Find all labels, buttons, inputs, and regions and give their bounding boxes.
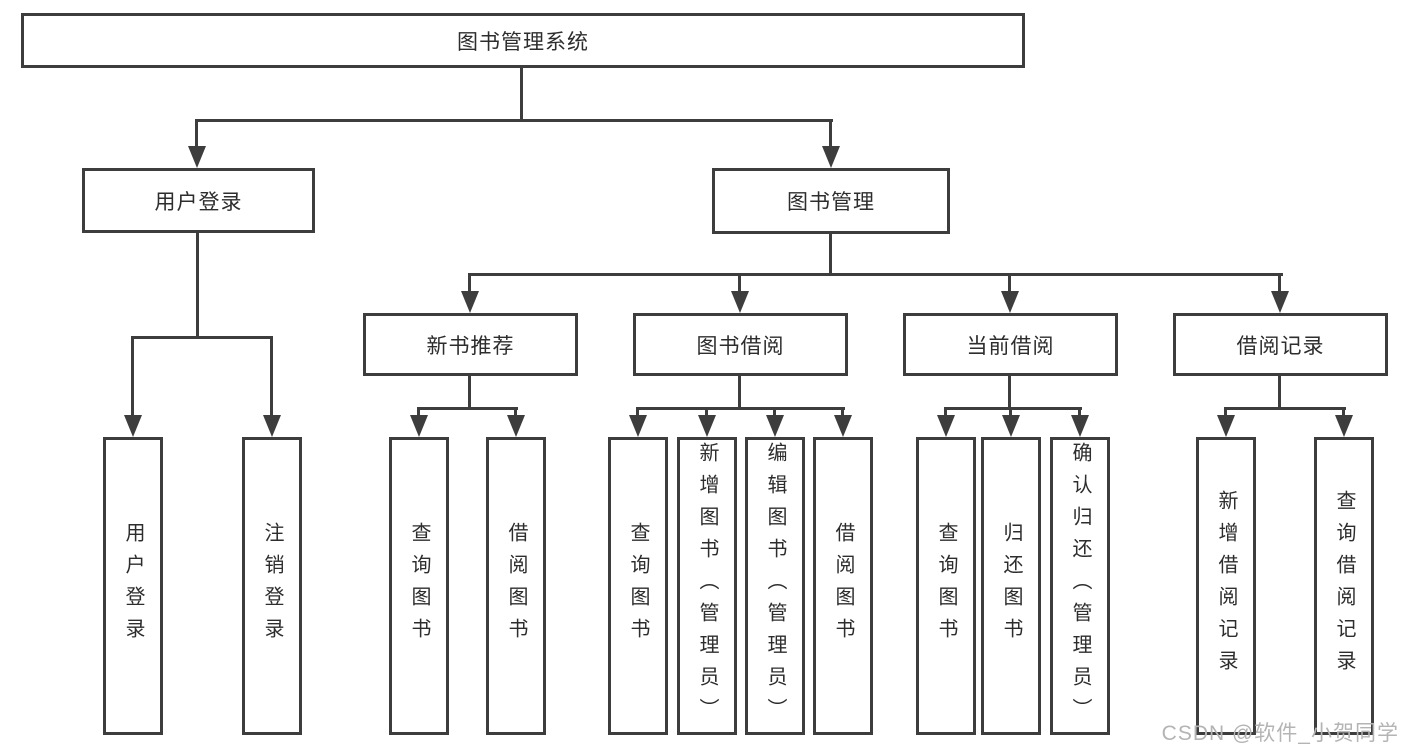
node-book-management: 图书管理 <box>712 168 950 234</box>
connector <box>1008 273 1011 297</box>
connector <box>417 407 518 410</box>
connector <box>636 407 845 410</box>
leaf-return-books: 归还图书 <box>981 437 1041 735</box>
node-current-borrow: 当前借阅 <box>903 313 1118 376</box>
leaf-query-books-recommend-label: 查询图书 <box>408 522 430 650</box>
connector <box>417 407 420 421</box>
leaf-return-books-label: 归还图书 <box>1000 522 1022 650</box>
connector <box>196 119 833 122</box>
leaf-add-book-admin-label: 新增图书（管理员） <box>696 442 718 730</box>
node-new-book-recommend-label: 新书推荐 <box>426 334 515 358</box>
arrow-down-icon <box>1271 291 1289 313</box>
connector <box>270 336 273 418</box>
arrow-down-icon <box>629 415 647 437</box>
arrow-down-icon <box>834 415 852 437</box>
arrow-down-icon <box>731 291 749 313</box>
node-book-management-system: 图书管理系统 <box>21 13 1025 68</box>
arrow-down-icon <box>410 415 428 437</box>
leaf-query-borrow-record: 查询借阅记录 <box>1314 437 1374 735</box>
connector <box>636 407 639 421</box>
leaf-borrow-books-label: 借阅图书 <box>832 522 854 650</box>
leaf-user-login: 用户登录 <box>103 437 163 735</box>
connector <box>1342 407 1345 421</box>
connector <box>773 407 776 421</box>
arrow-down-icon <box>263 415 281 437</box>
connector <box>520 66 523 122</box>
node-new-book-recommend: 新书推荐 <box>363 313 578 376</box>
connector <box>1009 407 1012 421</box>
arrow-down-icon <box>1335 415 1353 437</box>
connector <box>944 407 1082 410</box>
node-borrow-records-label: 借阅记录 <box>1236 334 1325 358</box>
leaf-logout: 注销登录 <box>242 437 302 735</box>
node-book-management-label: 图书管理 <box>787 191 875 214</box>
node-book-management-system-label: 图书管理系统 <box>457 30 589 54</box>
connector <box>829 232 832 276</box>
leaf-borrow-books-recommend: 借阅图书 <box>486 437 546 735</box>
leaf-confirm-return-admin: 确认归还（管理员） <box>1050 437 1110 735</box>
leaf-borrow-books-recommend-label: 借阅图书 <box>505 522 527 650</box>
node-user-login: 用户登录 <box>82 168 315 233</box>
connector <box>1224 407 1227 421</box>
leaf-logout-label: 注销登录 <box>261 522 283 650</box>
node-book-borrow-label: 图书借阅 <box>696 334 785 358</box>
connector <box>738 273 741 297</box>
leaf-query-books-borrow: 查询图书 <box>608 437 668 735</box>
connector <box>705 407 708 421</box>
connector <box>196 231 199 339</box>
leaf-edit-book-admin: 编辑图书（管理员） <box>745 437 805 735</box>
arrow-down-icon <box>766 415 784 437</box>
connector <box>944 407 947 421</box>
csdn-watermark: CSDN @软件_小贺同学 <box>1161 722 1399 745</box>
connector <box>468 374 471 410</box>
node-current-borrow-label: 当前借阅 <box>966 334 1055 358</box>
leaf-query-borrow-record-label: 查询借阅记录 <box>1333 490 1355 682</box>
connector <box>1078 407 1081 421</box>
node-book-borrow: 图书借阅 <box>633 313 848 376</box>
arrow-down-icon <box>461 291 479 313</box>
connector <box>1008 374 1011 410</box>
node-borrow-records: 借阅记录 <box>1173 313 1388 376</box>
leaf-confirm-return-admin-label: 确认归还（管理员） <box>1069 442 1091 730</box>
arrow-down-icon <box>1002 415 1020 437</box>
node-user-login-label: 用户登录 <box>154 190 243 214</box>
leaf-add-borrow-record: 新增借阅记录 <box>1196 437 1256 735</box>
connector <box>1224 407 1346 410</box>
leaf-query-books-current: 查询图书 <box>916 437 976 735</box>
arrow-down-icon <box>1001 291 1019 313</box>
arrow-down-icon <box>124 415 142 437</box>
connector <box>1278 273 1281 297</box>
leaf-user-login-label: 用户登录 <box>122 522 144 650</box>
connector <box>131 336 273 339</box>
leaf-add-borrow-record-label: 新增借阅记录 <box>1215 490 1237 682</box>
connector <box>468 273 1283 276</box>
leaf-edit-book-admin-label: 编辑图书（管理员） <box>764 442 786 730</box>
leaf-add-book-admin: 新增图书（管理员） <box>677 437 737 735</box>
arrow-down-icon <box>698 415 716 437</box>
arrow-down-icon <box>1217 415 1235 437</box>
arrow-down-icon <box>937 415 955 437</box>
arrow-down-icon <box>188 146 206 168</box>
connector <box>829 119 832 151</box>
connector <box>195 119 198 151</box>
connector <box>468 273 471 297</box>
arrow-down-icon <box>822 146 840 168</box>
connector <box>1278 374 1281 410</box>
leaf-query-books-recommend: 查询图书 <box>389 437 449 735</box>
connector <box>131 336 134 418</box>
leaf-query-books-borrow-label: 查询图书 <box>627 522 649 650</box>
arrow-down-icon <box>507 415 525 437</box>
leaf-query-books-current-label: 查询图书 <box>935 522 957 650</box>
arrow-down-icon <box>1071 415 1089 437</box>
connector <box>514 407 517 421</box>
connector <box>841 407 844 421</box>
leaf-borrow-books: 借阅图书 <box>813 437 873 735</box>
connector <box>738 374 741 410</box>
